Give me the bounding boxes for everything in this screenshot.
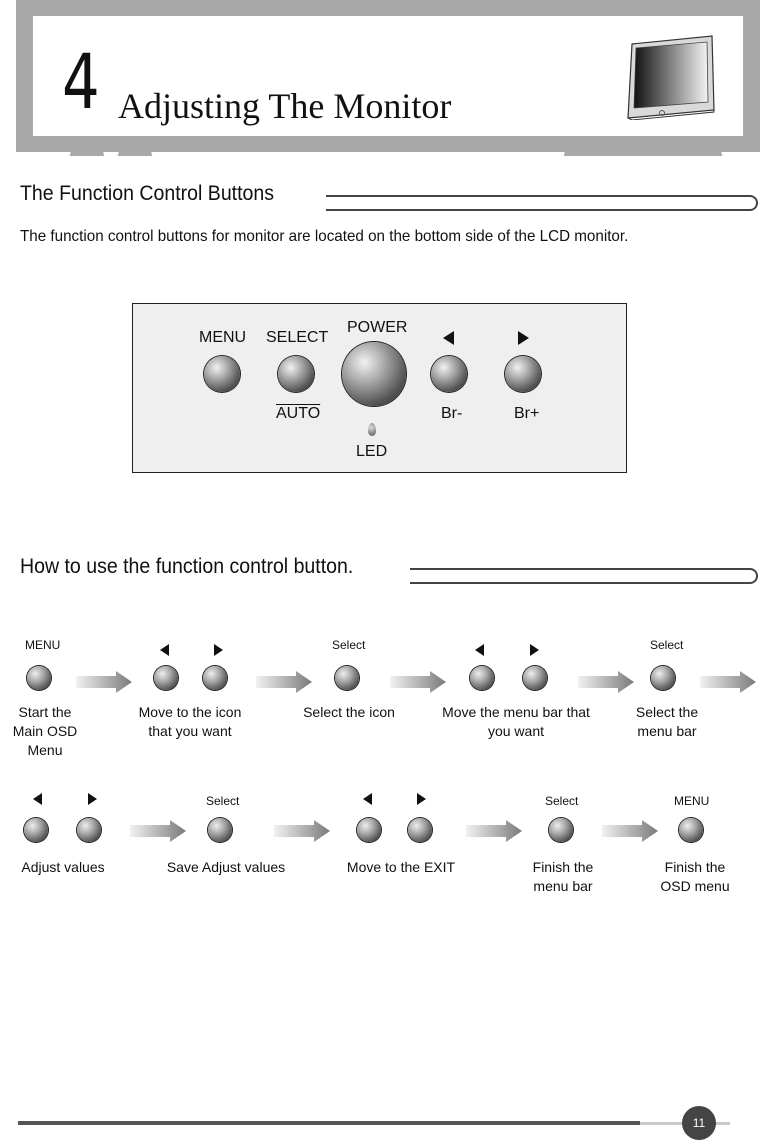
left-arrow-icon [160, 644, 169, 656]
right-arrow-icon [530, 644, 539, 656]
right-arrow-icon [518, 331, 529, 345]
step-caption: Move to the icon that you want [138, 704, 242, 739]
flow-arrow-icon [130, 820, 186, 842]
monitor-illustration-icon [627, 35, 715, 120]
flow-arrow-icon [700, 671, 756, 693]
menu-button [679, 818, 703, 842]
flow-arrow-icon [466, 820, 522, 842]
right-button [77, 818, 101, 842]
menu-button [27, 666, 51, 690]
select-label: SELECT [266, 329, 329, 346]
step-label: Select [545, 794, 579, 808]
step-caption: Select the menu bar [635, 704, 699, 739]
right-button [408, 818, 432, 842]
select-button [208, 818, 232, 842]
intro-text: The function control buttons for monitor… [20, 228, 629, 245]
left-arrow-icon [33, 793, 42, 805]
left-arrow-icon [475, 644, 484, 656]
step-caption: Finish the menu bar [532, 859, 594, 894]
flow-arrow-icon [578, 671, 634, 693]
step-label: Select [332, 638, 366, 652]
step-label: MENU [674, 794, 710, 808]
left-arrow-icon [443, 331, 454, 345]
left-button [154, 666, 178, 690]
flow-arrow-icon [390, 671, 446, 693]
header-tab [564, 144, 722, 156]
select-button [549, 818, 573, 842]
flow-arrow-icon [256, 671, 312, 693]
chapter-number: 4 [62, 37, 100, 126]
led-label: LED [356, 443, 388, 460]
step-caption: Save Adjust values [166, 859, 286, 875]
left-button [24, 818, 48, 842]
step-caption: Select the icon [303, 704, 395, 720]
step-label: MENU [25, 638, 61, 652]
section-rule [410, 568, 758, 584]
select-button [651, 666, 675, 690]
step-caption: Finish the OSD menu [660, 859, 730, 894]
right-button [203, 666, 227, 690]
flow-arrow-icon [76, 671, 132, 693]
power-button [342, 342, 406, 406]
auto-label: AUTO [276, 405, 321, 422]
select-button [278, 356, 314, 392]
section-title-function-buttons: The Function Control Buttons [20, 182, 275, 205]
section-rule [326, 195, 758, 211]
section-title-how-to-use: How to use the function control button. [20, 555, 354, 578]
header-tab [70, 146, 104, 156]
step-caption: Move the menu bar that you want [442, 704, 590, 739]
right-button [505, 356, 541, 392]
step-caption: Adjust values [21, 859, 105, 875]
step-caption: Start the Main OSD Menu [12, 704, 78, 758]
header-tab [118, 146, 152, 156]
menu-button [204, 356, 240, 392]
right-button [523, 666, 547, 690]
left-button [357, 818, 381, 842]
right-arrow-icon [214, 644, 223, 656]
right-arrow-icon [88, 793, 97, 805]
flow-arrow-icon [602, 820, 658, 842]
led-indicator-icon [368, 423, 376, 436]
flow-arrow-icon [274, 820, 330, 842]
left-button [470, 666, 494, 690]
menu-label: MENU [199, 329, 247, 346]
chapter-title: Adjusting The Monitor [118, 86, 452, 126]
br-plus-label: Br+ [514, 405, 540, 422]
footer-rule [18, 1121, 640, 1125]
power-label: POWER [347, 319, 408, 336]
right-arrow-icon [417, 793, 426, 805]
step-label: Select [206, 794, 240, 808]
step-label: Select [650, 638, 684, 652]
header-panel [33, 16, 743, 136]
left-button [431, 356, 467, 392]
page-number: 11 [682, 1106, 716, 1140]
br-minus-label: Br- [441, 405, 463, 422]
step-caption: Move to the EXIT [346, 859, 456, 875]
select-button [335, 666, 359, 690]
left-arrow-icon [363, 793, 372, 805]
